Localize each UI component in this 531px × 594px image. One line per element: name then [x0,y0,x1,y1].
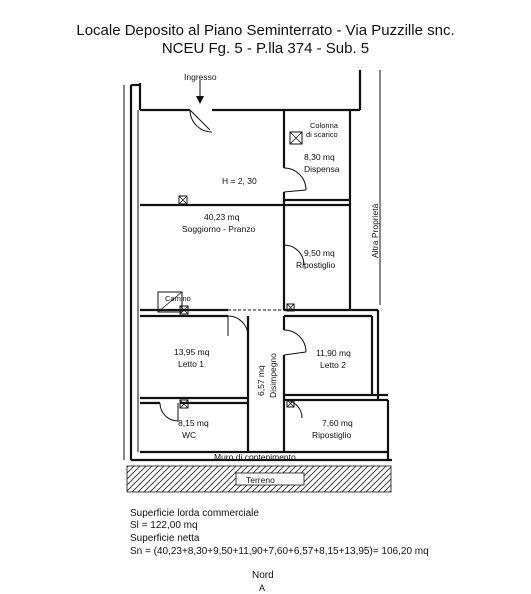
storage1-name: Ripostiglio [296,260,335,270]
title-line-1: Locale Deposito al Piano Seminterrato - … [76,22,455,39]
hall-area: 6,57 mq [256,365,266,396]
neighbor-property-label: Altra Proprietà [370,203,380,258]
ground-label: Terreno [246,475,275,485]
gross-area-value: Sl = 122,00 mq [130,520,198,531]
retaining-wall-label: Muro di contenimento [214,452,296,462]
chimney-label: Camino [165,294,191,303]
hall-name: Disimpegno [268,353,278,398]
storage2-area: 7,60 mq [322,418,353,428]
bed1-area: 13,95 mq [174,347,210,357]
storage2-name: Ripostiglio [312,430,351,440]
north-arrow-icon: A [259,583,266,593]
wc-area: 8,15 mq [178,418,209,428]
ground-label-box [235,472,305,486]
net-area-title: Superficie netta [130,533,200,544]
pantry-area: 8,30 mq [304,152,335,162]
bed2-area: 11,90 mq [316,348,351,358]
pantry-name: Dispensa [304,164,340,174]
living-name: Soggiorno - Pranzo [182,224,256,234]
north-label: Nord [252,570,274,581]
gross-area-title: Superficie lorda commerciale [130,508,259,519]
storage1-area: 9,50 mq [304,248,335,258]
bed2-name: Letto 2 [320,360,346,370]
doors [159,80,307,422]
outer-walls [123,70,392,462]
title-line-2: NCEU Fg. 5 - P.lla 374 - Sub. 5 [161,40,370,57]
net-area-value: Sn = (40,23+8,30+9,50+11,90+7,60+6,57+8,… [130,546,429,557]
drain-column-label-1: Colonna [310,121,339,130]
bed1-name: Letto 1 [178,359,204,369]
entrance-label: Ingresso [184,72,217,82]
drain-column-label-2: di scarico [306,130,338,139]
vent-boxes [157,131,303,409]
ceiling-height: H = 2, 30 [222,176,257,186]
wc-name: WC [182,430,196,440]
living-area: 40,23 mq [204,212,240,222]
